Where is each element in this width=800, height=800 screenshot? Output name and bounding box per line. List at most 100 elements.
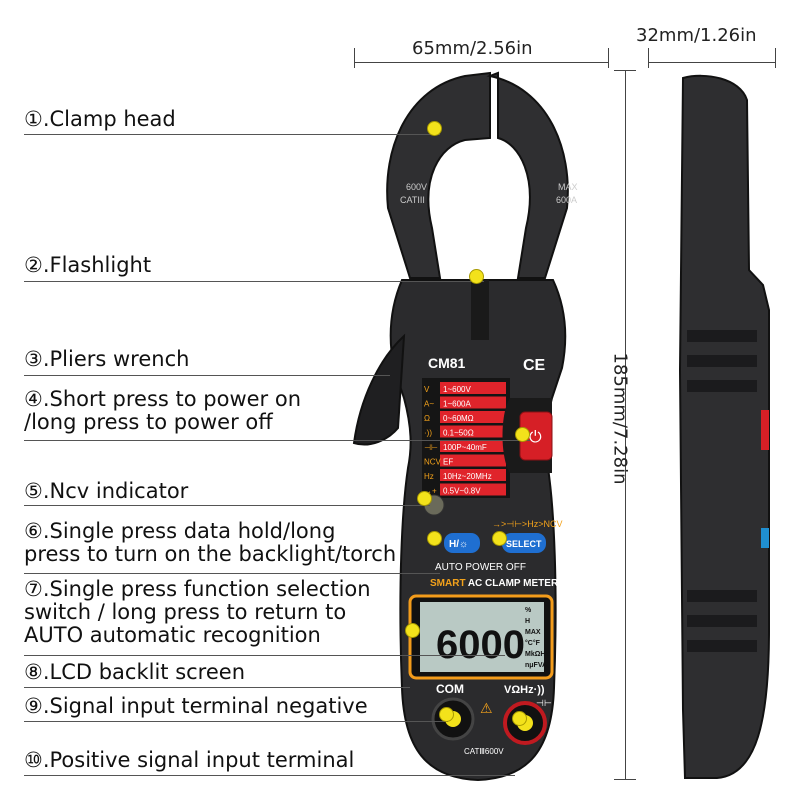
callout-text: .Single press function selection: [42, 577, 371, 601]
hold-button-label: H/☼: [449, 539, 468, 550]
callout-number: ②: [24, 253, 43, 277]
leader-line: [24, 573, 440, 574]
jaw-right-rating-line2: 600A: [556, 195, 577, 205]
cap-label: ⊣⊢ ⚡: [536, 698, 561, 708]
callout-marker-dot: [515, 427, 530, 442]
spec-row: [440, 440, 506, 452]
callout-marker-dot: [417, 491, 432, 506]
callout-text: .Pliers wrench: [42, 347, 190, 371]
callout-text: switch / long press to return to: [24, 600, 347, 624]
lcd-indicator: nμFVA: [525, 662, 547, 669]
width-dimension: 65mm/2.56in: [412, 38, 533, 59]
clamp-meter-side-view: [678, 74, 770, 779]
lcd-indicator: H: [525, 618, 530, 625]
spec-value: EF: [443, 458, 453, 467]
smart-word: SMART: [430, 578, 465, 589]
callout-number: ④: [24, 387, 43, 411]
side-power-button: [761, 410, 769, 450]
callout-5: ⑤.Ncv indicator: [24, 479, 188, 503]
callout-text: /long press to power off: [24, 410, 273, 434]
spec-key: ⊣⊢: [424, 443, 438, 452]
callout-number: ⑨: [24, 694, 43, 718]
callout-10: ⑩.Positive signal input terminal: [24, 748, 354, 772]
jaw-left-rating-line1: 600V: [406, 182, 427, 192]
spec-value: 1~600V: [443, 385, 471, 394]
callout-text: .Single press data hold/long: [42, 519, 336, 543]
callout-line: ⑧.LCD backlit screen: [24, 660, 245, 684]
height-dimension-tick-top: [614, 70, 636, 71]
ce-mark: CE: [523, 357, 546, 374]
leader-line: [24, 655, 505, 656]
spec-row: [440, 411, 506, 423]
spec-value: 1~600A: [443, 400, 471, 409]
callout-number: ⑩: [24, 748, 43, 772]
spec-value: 0.1~50Ω: [443, 429, 474, 438]
com-label: COM: [436, 682, 464, 696]
lcd-indicator: MAX: [525, 629, 541, 636]
callout-4: ④.Short press to power on/long press to …: [24, 388, 301, 434]
callout-number: ⑦: [24, 577, 43, 601]
callout-text: .LCD backlit screen: [42, 660, 246, 684]
leader-line: [24, 375, 390, 376]
pliers-wrench-trigger: [352, 333, 406, 446]
ncv-sequence-label: →>⊣⊢>Hz>NCV: [492, 519, 562, 529]
callout-line: ⑩.Positive signal input terminal: [24, 748, 354, 772]
callout-8: ⑧.LCD backlit screen: [24, 660, 245, 684]
power-icon: ⏻: [529, 429, 542, 446]
leader-line: [24, 440, 530, 441]
callout-line: ③.Pliers wrench: [24, 347, 189, 371]
callout-marker-dot: [405, 623, 420, 638]
depth-dimension-line: [648, 62, 776, 63]
spec-key: Hz: [424, 472, 434, 481]
jaw-left-rating-line2: CATIII: [400, 195, 425, 205]
callout-line: press to turn on the backlight/torch: [24, 543, 396, 566]
callout-line: ⑥.Single press data hold/long: [24, 520, 396, 543]
callout-text: .Ncv indicator: [42, 479, 189, 503]
callout-number: ⑤: [24, 479, 43, 503]
width-dimension-tick-right: [608, 48, 609, 68]
spec-value: 10Hz~20MHz: [443, 472, 492, 481]
spec-key: NCV: [424, 458, 442, 467]
lcd-reading: 6000: [436, 623, 525, 667]
callout-marker-dot: [469, 269, 484, 284]
lcd-indicator: °C°F: [525, 639, 541, 647]
callout-number: ③: [24, 347, 43, 371]
warning-icon: ⚠: [480, 700, 493, 716]
select-button[interactable]: [502, 533, 546, 553]
callout-line: ②.Flashlight: [24, 253, 151, 277]
leader-line: [24, 721, 448, 722]
leader-line: [24, 134, 440, 135]
spec-row: [440, 454, 506, 467]
depth-dimension-tick-left: [648, 48, 649, 68]
spec-key: ·)): [424, 429, 432, 438]
lcd-indicator: MkΩHz: [525, 651, 549, 658]
spec-key: A~: [424, 400, 434, 409]
callout-2: ②.Flashlight: [24, 253, 151, 277]
vohm-label: VΩHz·)): [504, 684, 545, 696]
callout-marker-dot: [492, 531, 507, 546]
spec-row: [440, 425, 506, 438]
callout-3: ③.Pliers wrench: [24, 347, 189, 371]
hold-button[interactable]: [444, 533, 480, 553]
spec-row: [440, 469, 506, 481]
side-select-button: [761, 528, 769, 548]
callout-text: .Signal input terminal negative: [42, 694, 368, 718]
width-dimension-line: [354, 62, 609, 63]
callout-number: ①: [24, 107, 43, 131]
depth-dimension-tick-right: [775, 48, 776, 68]
callout-line: ④.Short press to power on: [24, 388, 301, 411]
callout-text: AUTO automatic recognition: [24, 623, 321, 647]
callout-1: ①.Clamp head: [24, 107, 176, 131]
clamp-jaw-left: [386, 71, 491, 279]
callout-text: .Clamp head: [42, 107, 176, 131]
model-label: CM81: [428, 355, 466, 371]
select-button-label: SELECT: [506, 539, 542, 549]
callout-text: .Positive signal input terminal: [42, 748, 355, 772]
leader-line: [24, 687, 410, 688]
spec-row: [440, 396, 506, 409]
